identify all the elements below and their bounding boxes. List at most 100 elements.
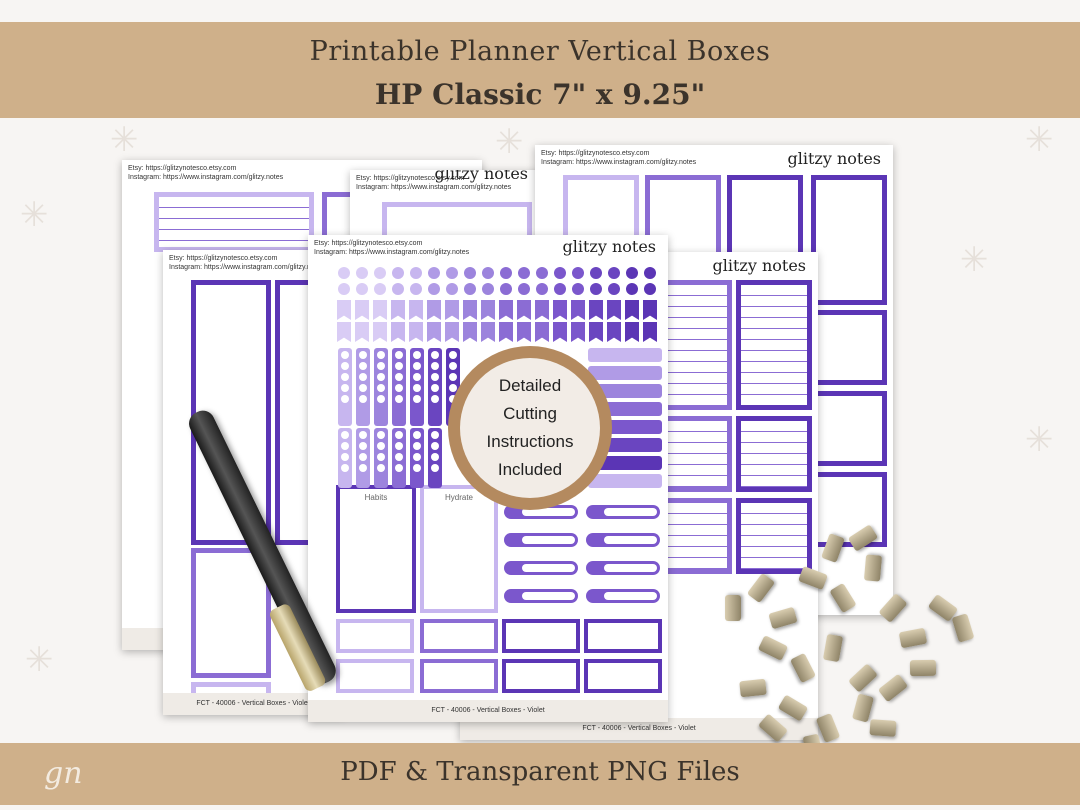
flag-sticker: [607, 322, 621, 342]
circle-sticker: [518, 267, 530, 279]
flag-sticker: [481, 300, 495, 320]
brand-logo: glitzy notes: [787, 149, 881, 168]
circle-sticker: [626, 283, 638, 295]
week-card: [502, 619, 580, 653]
circle-sticker: [590, 267, 602, 279]
checklist-column-sticker: [356, 348, 370, 426]
week-card: [420, 659, 498, 693]
vertical-box: [811, 391, 887, 466]
circle-sticker: [482, 283, 494, 295]
flag-sticker: [337, 322, 351, 342]
vertical-box: [811, 175, 887, 305]
hydrate-tracker-card: Hydrate: [420, 485, 498, 613]
footer-banner: PDF & Transparent PNG Files: [0, 743, 1080, 805]
checklist-row-sticker: [588, 366, 662, 380]
sparkle-icon: ✳: [25, 640, 54, 680]
flag-sticker: [571, 300, 585, 320]
flag-sticker: [481, 322, 495, 342]
brand-logo: glitzy notes: [562, 237, 656, 256]
lined-box: [736, 498, 812, 574]
bill-due-sticker: [586, 589, 660, 603]
checklist-row-sticker: [588, 456, 662, 470]
circle-sticker: [374, 283, 386, 295]
sheet-footer: FCT - 40006 - Vertical Boxes - Violet: [163, 693, 343, 715]
lined-box: [656, 498, 732, 574]
flag-sticker: [553, 300, 567, 320]
circle-sticker: [644, 283, 656, 295]
flag-sticker: [535, 300, 549, 320]
page-title: Printable Planner Vertical Boxes: [309, 36, 771, 67]
badge-line-2: Cutting: [503, 404, 557, 423]
flag-sticker: [553, 322, 567, 342]
flag-sticker: [391, 322, 405, 342]
sheet-footer: FCT - 40006 - Vertical Boxes - Violet: [308, 700, 668, 722]
instagram-link: Instagram: https://www.instagram.com/gli…: [541, 159, 697, 166]
flag-sticker: [607, 300, 621, 320]
circle-sticker: [536, 283, 548, 295]
circle-sticker: [428, 283, 440, 295]
checklist-column-sticker: [428, 348, 442, 426]
week-card: [420, 619, 498, 653]
binder-clip-icon: [951, 613, 975, 643]
lined-box: [736, 280, 812, 410]
checklist-column-sticker: [374, 348, 388, 426]
bill-due-sticker: [586, 533, 660, 547]
page-subtitle: HP Classic 7" x 9.25": [374, 78, 706, 111]
instagram-link: Instagram: https://www.instagram.com/gli…: [169, 264, 325, 271]
flag-sticker: [409, 300, 423, 320]
bill-due-sticker: [586, 561, 660, 575]
flag-sticker: [445, 300, 459, 320]
flag-sticker: [427, 322, 441, 342]
circle-sticker: [464, 283, 476, 295]
flag-sticker: [463, 322, 477, 342]
footer-text: PDF & Transparent PNG Files: [340, 757, 740, 787]
flag-sticker: [463, 300, 477, 320]
lined-box: [656, 416, 732, 492]
circle-sticker: [356, 267, 368, 279]
sparkle-icon: ✳: [20, 195, 49, 235]
checklist-column-sticker: [392, 428, 406, 488]
binder-clip-icon: [863, 554, 883, 582]
binder-clip-icon: [848, 663, 878, 693]
circle-sticker: [410, 267, 422, 279]
flag-sticker: [355, 300, 369, 320]
circle-sticker: [446, 283, 458, 295]
sparkle-icon: ✳: [960, 240, 989, 280]
bill-due-sticker: [504, 533, 578, 547]
flag-sticker: [373, 322, 387, 342]
sheet-footer: FCT - 40006 - Vertical Boxes - Violet: [460, 718, 818, 740]
circle-sticker: [608, 283, 620, 295]
etsy-link: Etsy: https://glitzynotesco.etsy.com: [128, 165, 237, 172]
binder-clip-icon: [725, 595, 741, 621]
circle-sticker: [572, 267, 584, 279]
binder-clip-icon: [877, 673, 909, 703]
circle-sticker: [572, 283, 584, 295]
flag-sticker: [517, 300, 531, 320]
checklist-column-sticker: [410, 428, 424, 488]
flag-sticker: [409, 322, 423, 342]
week-card: [336, 659, 414, 693]
instagram-link: Instagram: https://www.instagram.com/gli…: [314, 249, 470, 256]
binder-clip-icon: [815, 712, 841, 744]
instagram-link: Instagram: https://www.instagram.com/gli…: [356, 184, 512, 191]
circle-sticker: [626, 267, 638, 279]
checklist-column-sticker: [374, 428, 388, 488]
sparkle-icon: ✳: [1025, 120, 1054, 160]
circle-sticker: [428, 267, 440, 279]
week-card: [502, 659, 580, 693]
sparkle-icon: ✳: [1025, 420, 1054, 460]
circle-sticker: [374, 267, 386, 279]
flag-sticker: [427, 300, 441, 320]
vertical-box: [191, 548, 271, 678]
circle-sticker: [500, 267, 512, 279]
circle-sticker: [356, 283, 368, 295]
checklist-column-sticker: [428, 428, 442, 488]
habits-label: Habits: [364, 493, 388, 502]
sparkle-icon: ✳: [110, 120, 139, 160]
checklist-row-sticker: [588, 384, 662, 398]
circle-sticker: [446, 267, 458, 279]
flag-sticker: [625, 322, 639, 342]
circle-sticker: [590, 283, 602, 295]
bill-due-sticker: [504, 561, 578, 575]
circle-sticker: [392, 283, 404, 295]
